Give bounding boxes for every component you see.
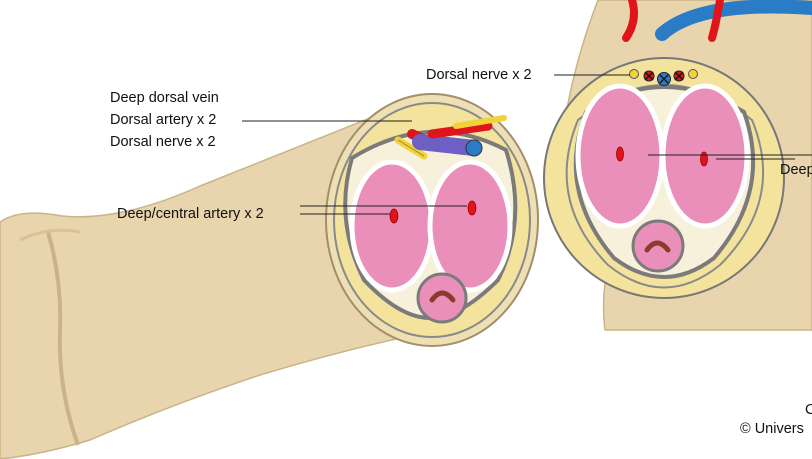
right-red-artery-1 <box>622 0 638 42</box>
corner-letter: C <box>805 402 812 418</box>
right-red-artery-2 <box>708 0 724 42</box>
left-corpus-left <box>349 159 435 293</box>
left-corpus-right <box>427 159 513 293</box>
left-cross-section <box>325 93 539 347</box>
left-dorsal-vessels <box>394 115 507 160</box>
right-cross-section <box>543 57 785 299</box>
label-deep-cut: Deep <box>780 162 812 178</box>
left-urethra <box>416 272 468 324</box>
label-dorsal-nerve-right: Dorsal nerve x 2 <box>426 67 532 83</box>
label-deep-dorsal-vein: Deep dorsal vein <box>110 90 219 106</box>
copyright-text: © Univers <box>740 421 804 437</box>
label-dorsal-nerve-left: Dorsal nerve x 2 <box>110 134 216 150</box>
right-urethra <box>631 219 685 273</box>
leader-lines <box>242 74 812 215</box>
label-deep-central-artery: Deep/central artery x 2 <box>117 206 264 222</box>
shaft-corona-ridge <box>46 231 80 446</box>
right-dorsal-bundle <box>629 69 698 86</box>
label-dorsal-artery: Dorsal artery x 2 <box>110 112 217 128</box>
